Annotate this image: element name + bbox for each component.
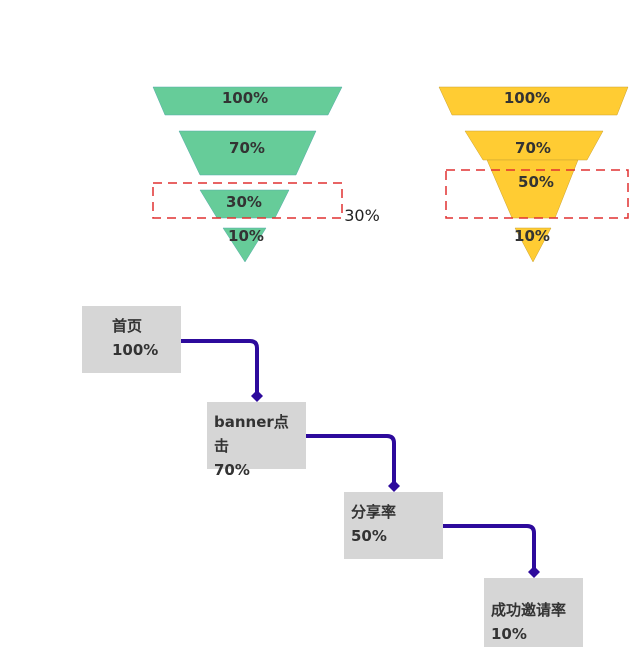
step-box-share-rate: 分享率 50% xyxy=(344,492,443,559)
diamond-arrow-icon xyxy=(388,480,400,492)
step-box-banner-click: banner点击 70% xyxy=(207,402,306,479)
funnel-b-label-2: 70% xyxy=(515,139,551,157)
step-value: 10% xyxy=(491,625,527,643)
funnel-a-level-2 xyxy=(178,130,317,176)
step-box-homepage: 首页 100% xyxy=(82,306,181,373)
funnel-a-level-1 xyxy=(152,86,343,116)
funnel-b-label-4: 10% xyxy=(514,227,550,245)
step-value: 70% xyxy=(214,461,250,479)
diamond-arrow-icon xyxy=(251,390,263,402)
funnel-b-level-4 xyxy=(514,227,552,263)
step-name: banner点击 xyxy=(214,413,289,455)
step-name: 分享率 xyxy=(351,503,397,521)
funnel-b-label-1: 100% xyxy=(503,89,551,107)
arrowheads xyxy=(251,390,540,578)
funnel-b-highlight-box xyxy=(445,169,629,219)
funnel-a-level-4 xyxy=(222,227,267,263)
funnel-a-highlight-box xyxy=(152,182,343,219)
diamond-arrow-icon xyxy=(528,566,540,578)
funnel-a-label-3: 30% xyxy=(226,193,262,211)
step-value: 100% xyxy=(112,341,159,359)
funnel-b-level-2 xyxy=(464,130,604,161)
connector-1 xyxy=(181,339,259,392)
funnel-a-label-1: 100% xyxy=(221,89,269,107)
step-name: 成功邀请率 xyxy=(491,601,567,619)
step-value: 50% xyxy=(351,527,387,545)
funnel-b xyxy=(438,86,629,263)
funnel-b-level-1 xyxy=(438,86,629,116)
funnel-a-label-4: 10% xyxy=(228,227,264,245)
connectors xyxy=(181,339,536,568)
step-box-invite-success: 成功邀请率 10% xyxy=(484,578,583,647)
funnel-a xyxy=(152,86,343,263)
step-name: 首页 xyxy=(112,317,143,335)
funnel-a-highlight-label: 30% xyxy=(344,206,380,225)
funnel-b-label-3: 50% xyxy=(518,173,554,191)
funnel-a-label-2: 70% xyxy=(229,139,265,157)
connector-3 xyxy=(442,524,536,568)
connector-2 xyxy=(305,434,396,482)
